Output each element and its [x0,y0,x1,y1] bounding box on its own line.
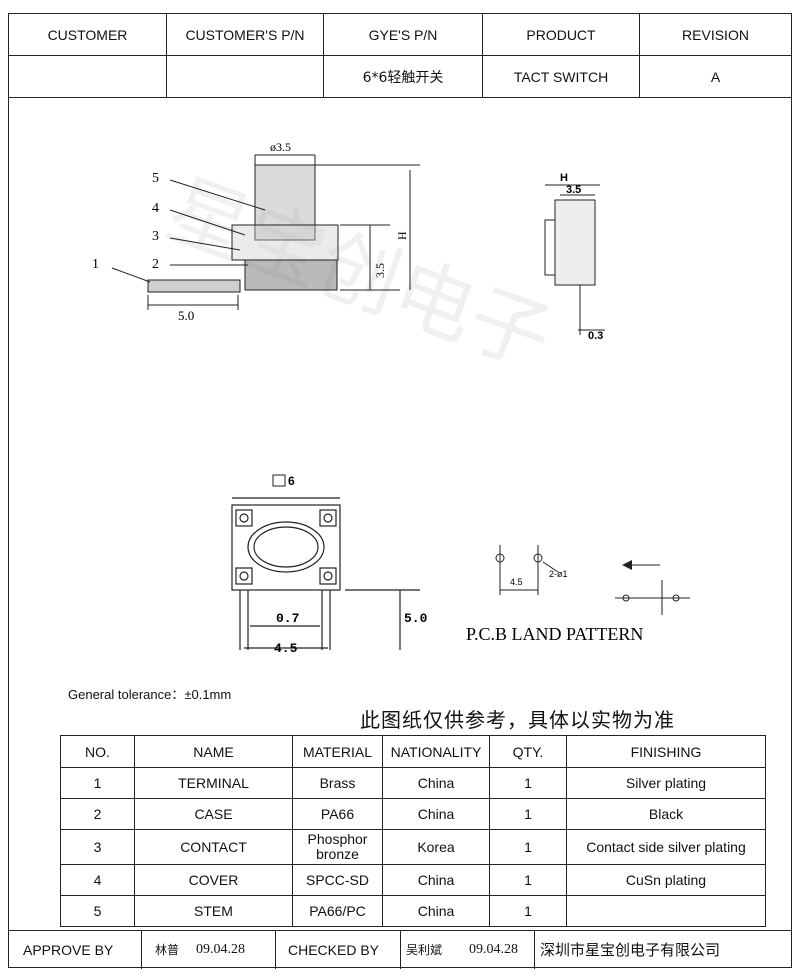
bom-name: CASE [134,798,293,830]
dim-35: 3.5 [373,263,387,278]
approve-date: 09.04.28 [196,942,245,957]
value-gye-pn: 6*6轻触开关 [323,55,483,98]
bom-qty: 1 [489,767,567,799]
pcb-pattern [495,545,690,615]
bom-name: TERMINAL [134,767,293,799]
bom-material: PA66 [292,798,383,830]
part-number-3: 3 [152,229,159,244]
value-customer-pn [166,55,324,98]
bom-no: 3 [60,829,135,865]
side-35: 3.5 [566,184,581,196]
bom-name: CONTACT [134,829,293,865]
top-view [231,497,420,650]
part-number-2: 2 [152,257,159,272]
bom-qty: 1 [489,798,567,830]
dim-diameter: ø3.5 [270,140,291,154]
part-number-1: 1 [92,257,99,272]
divider [275,931,276,969]
bom-table: NO. NAME MATERIAL NATIONALITY QTY. FINIS… [60,735,766,927]
bom-nationality: China [382,864,490,896]
table-row: 3 CONTACT Phosphor bronze Korea 1 Contac… [60,829,766,865]
checked-name: 吴利斌 [406,943,443,957]
header-customer-pn: CUSTOMER'S P/N [166,13,324,56]
bom-finishing: Contact side silver plating [566,829,766,865]
bom-finishing: Black [566,798,766,830]
front-view [111,154,420,310]
dim-07: 0.7 [276,611,299,626]
value-product: TACT SWITCH [482,55,640,98]
side-view [544,184,605,335]
bom-finishing: CuSn plating [566,864,766,896]
bom-nationality: Korea [382,829,490,865]
signature-block: APPROVE BY 林普 09.04.28 CHECKED BY 吴利斌 09… [8,930,792,969]
bom-qty: 1 [489,864,567,896]
dim-50: 5.0 [404,611,428,626]
bom-finishing: Silver plating [566,767,766,799]
side-H: H [560,172,568,184]
bom-material: SPCC-SD [292,864,383,896]
value-revision: A [639,55,792,98]
bom-finishing [566,895,766,927]
bom-nationality: China [382,798,490,830]
watermark: 星宝创电子 [156,162,564,386]
bom-header-row: NO. NAME MATERIAL NATIONALITY QTY. FINIS… [60,735,766,768]
bom-no: 1 [60,767,135,799]
bom-header-no: NO. [60,735,135,768]
part-number-4: 4 [152,201,159,216]
checked-label: CHECKED BY [288,942,380,958]
bom-nationality: China [382,895,490,927]
dim-50-top: 5.0 [178,308,194,323]
dim-box-6: 6 [288,474,295,488]
bom-header-finishing: FINISHING [566,735,766,768]
bom-qty: 1 [489,829,567,865]
pcb-title: P.C.B LAND PATTERN [466,624,643,644]
pcb-dim-45: 4.5 [510,577,523,587]
arrow-icon [622,560,632,570]
title-block: CUSTOMER CUSTOMER'S P/N GYE'S P/N PRODUC… [8,13,792,98]
general-tolerance: General tolerance：±0.1mm [68,687,232,702]
table-row: 2 CASE PA66 China 1 Black [60,798,766,830]
bom-material: PA66/PC [292,895,383,927]
company-name: 深圳市星宝创电子有限公司 [540,941,721,959]
dim-H: H [395,231,409,240]
part-number-5: 5 [152,171,159,186]
approve-label: APPROVE BY [23,942,114,958]
table-row: 4 COVER SPCC-SD China 1 CuSn plating [60,864,766,896]
divider [534,931,535,969]
bom-header-nationality: NATIONALITY [382,735,490,768]
pcb-hole: 2-ø1 [549,569,568,579]
bom-no: 5 [60,895,135,927]
side-03: 0.3 [588,330,603,342]
bom-name: COVER [134,864,293,896]
approve-name: 林普 [155,943,180,957]
value-customer [8,55,167,98]
bom-header-name: NAME [134,735,293,768]
bom-material: Brass [292,767,383,799]
table-row: 5 STEM PA66/PC China 1 [60,895,766,927]
bom-header-qty: QTY. [489,735,567,768]
checked-date: 09.04.28 [469,942,518,957]
bom-name: STEM [134,895,293,927]
divider [141,931,142,969]
bom-material: Phosphor bronze [292,829,383,865]
bom-no: 4 [60,864,135,896]
bom-no: 2 [60,798,135,830]
bom-qty: 1 [489,895,567,927]
box-symbol [272,474,286,487]
bom-header-material: MATERIAL [292,735,383,768]
bom-nationality: China [382,767,490,799]
reference-note: 此图纸仅供参考，具体以实物为准 [360,708,675,732]
divider [400,931,401,969]
table-row: 1 TERMINAL Brass China 1 Silver plating [60,767,766,799]
dim-45: 4.5 [274,641,298,656]
